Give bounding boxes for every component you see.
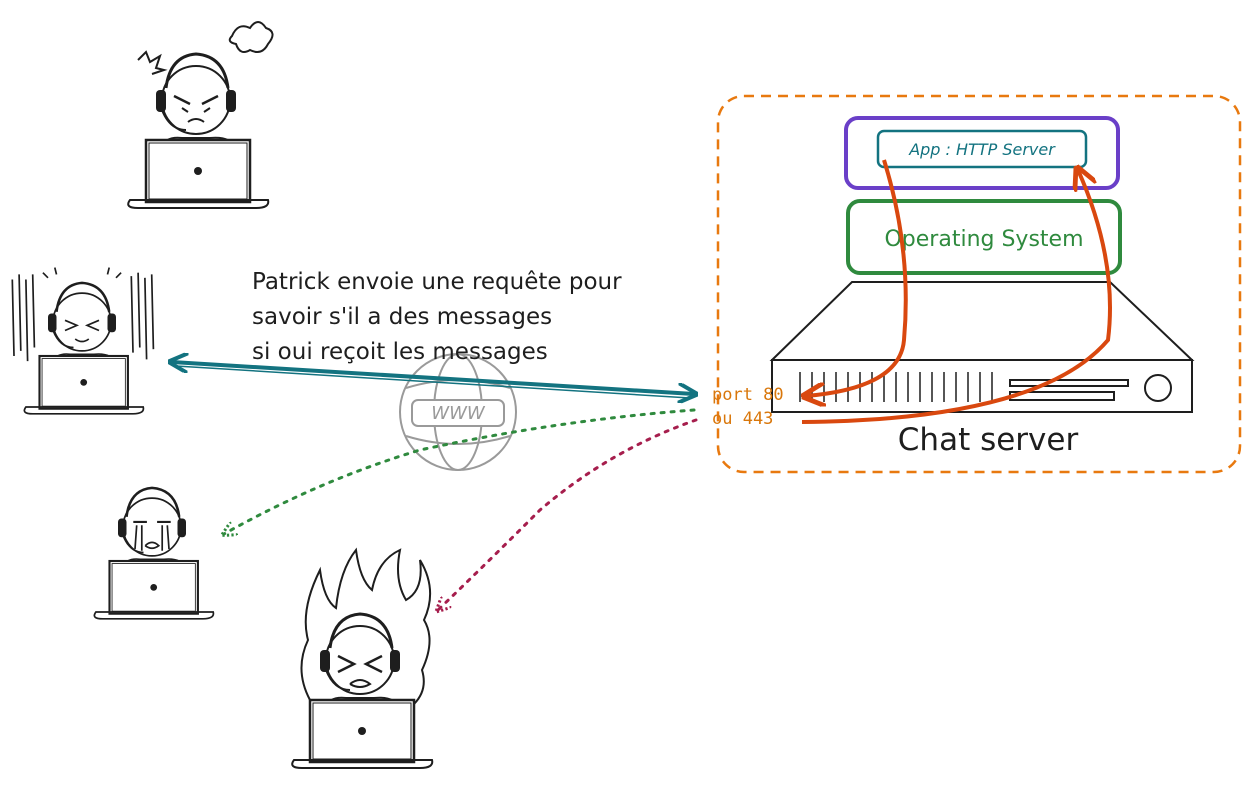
caption-line-3: si oui reçoit les messages [252, 339, 548, 365]
port-label-2: ou 443 [712, 409, 773, 429]
port-label-1: port 80 [712, 385, 784, 405]
caption-line-2: savoir s'il a des messages [252, 304, 552, 330]
outbound-flow-arrow [806, 159, 908, 396]
os-label: Operating System [884, 227, 1083, 252]
green-dotted-arrow [224, 408, 696, 534]
http-server-box [876, 129, 1088, 169]
tears-icon [134, 525, 170, 551]
request-caption: Patrick envoie une requête pour savoir s… [252, 269, 622, 365]
inbound-flow-arrow [801, 170, 1112, 424]
magenta-dotted-arrow [438, 418, 698, 610]
os-layer-box [846, 199, 1122, 275]
steam-icon [137, 21, 274, 75]
internet-globe: WWW [399, 353, 517, 471]
patrick-user [11, 267, 155, 416]
http-server-label: App : HTTP Server [908, 140, 1056, 159]
furious-user [290, 547, 434, 770]
caption-line-1: Patrick envoie une requête pour [252, 269, 622, 295]
request-arrow-shadow [175, 365, 691, 399]
crying-user [93, 486, 215, 621]
request-arrow [172, 362, 694, 394]
app-layer-box [844, 116, 1120, 190]
stress-lines-icon [11, 267, 155, 362]
angry-user [126, 21, 274, 210]
server-name: Chat server [898, 422, 1079, 458]
www-label: WWW [431, 403, 486, 424]
server-container [716, 94, 1242, 474]
